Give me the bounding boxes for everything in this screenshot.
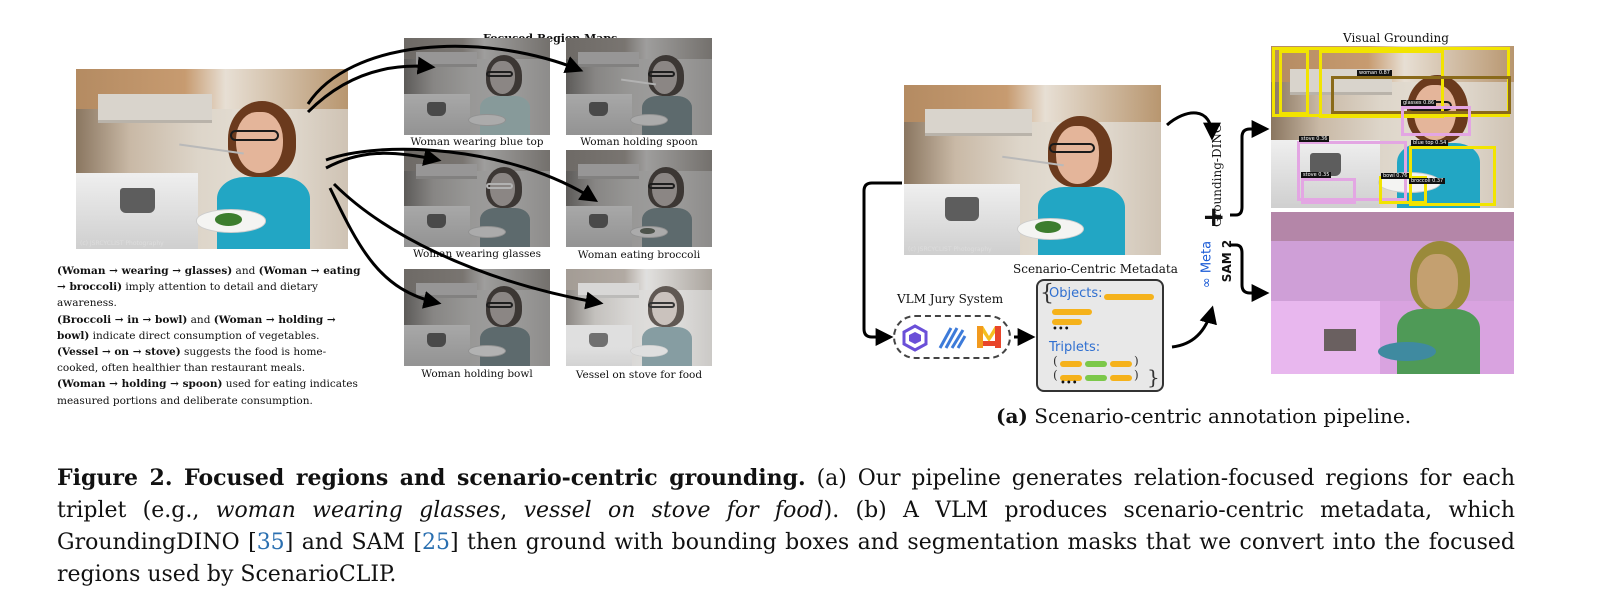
box-tag-bowl: bowl 0.76 <box>1381 173 1409 179</box>
arrow-to-thumb-6 <box>334 184 600 303</box>
arrow-to-masks <box>1230 245 1266 293</box>
citation-35[interactable]: 35 <box>257 530 285 555</box>
arrow-to-thumb-1 <box>308 66 432 112</box>
box-tag-broccoli: broccoli 0.37 <box>1409 178 1445 184</box>
box-tag-blue-top: blue top 0.54 <box>1411 140 1448 146</box>
arrow-to-thumb-4 <box>326 149 595 200</box>
relation-4: (Woman → holding → spoon) used for eatin… <box>57 376 362 408</box>
relation-descriptions: (Woman → wearing → glasses) and (Woman →… <box>57 263 362 409</box>
triplet-2-relation <box>1085 375 1107 381</box>
box-tag-stove-1: stove 0.36 <box>1299 136 1329 142</box>
arrow-image-to-dino <box>1167 113 1212 137</box>
box-stove-2 <box>1301 178 1356 204</box>
box-tag-glasses: glasses 0.86 <box>1401 100 1436 106</box>
box-tag-woman: woman 0.87 <box>1357 70 1392 76</box>
figure-caption: Figure 2. Focused regions and scenario-c… <box>57 462 1515 591</box>
relation-3: (Vessel → on → stove) suggests the food … <box>57 344 362 376</box>
arrow-to-boxes <box>1230 129 1266 215</box>
pipeline-arrows <box>850 95 1280 365</box>
triplets-ellipsis: ••• <box>1060 378 1078 389</box>
box-tag-stove-2: stove 0.35 <box>1301 172 1331 178</box>
relation-1: (Woman → wearing → glasses) and (Woman →… <box>57 263 362 312</box>
visual-grounding-label: Visual Grounding <box>1343 31 1449 45</box>
arrow-to-thumb-2 <box>308 46 580 104</box>
triplet-2-object <box>1110 375 1132 381</box>
relation-2: (Broccoli → in → bowl) and (Woman → hold… <box>57 312 362 344</box>
citation-25[interactable]: 25 <box>422 530 450 555</box>
box-glasses <box>1401 106 1471 136</box>
grounding-boxes-image: woman 0.87 glasses 0.86 stove 0.36 blue … <box>1271 46 1514 208</box>
box-left-yellow <box>1279 50 1309 115</box>
arrow-metadata-to-sam <box>1172 309 1212 347</box>
subcaption-a: (a) Scenario-centric annotation pipeline… <box>996 404 1411 428</box>
segmentation-masks-image <box>1271 212 1514 374</box>
arrow-image-to-jury <box>864 183 902 337</box>
